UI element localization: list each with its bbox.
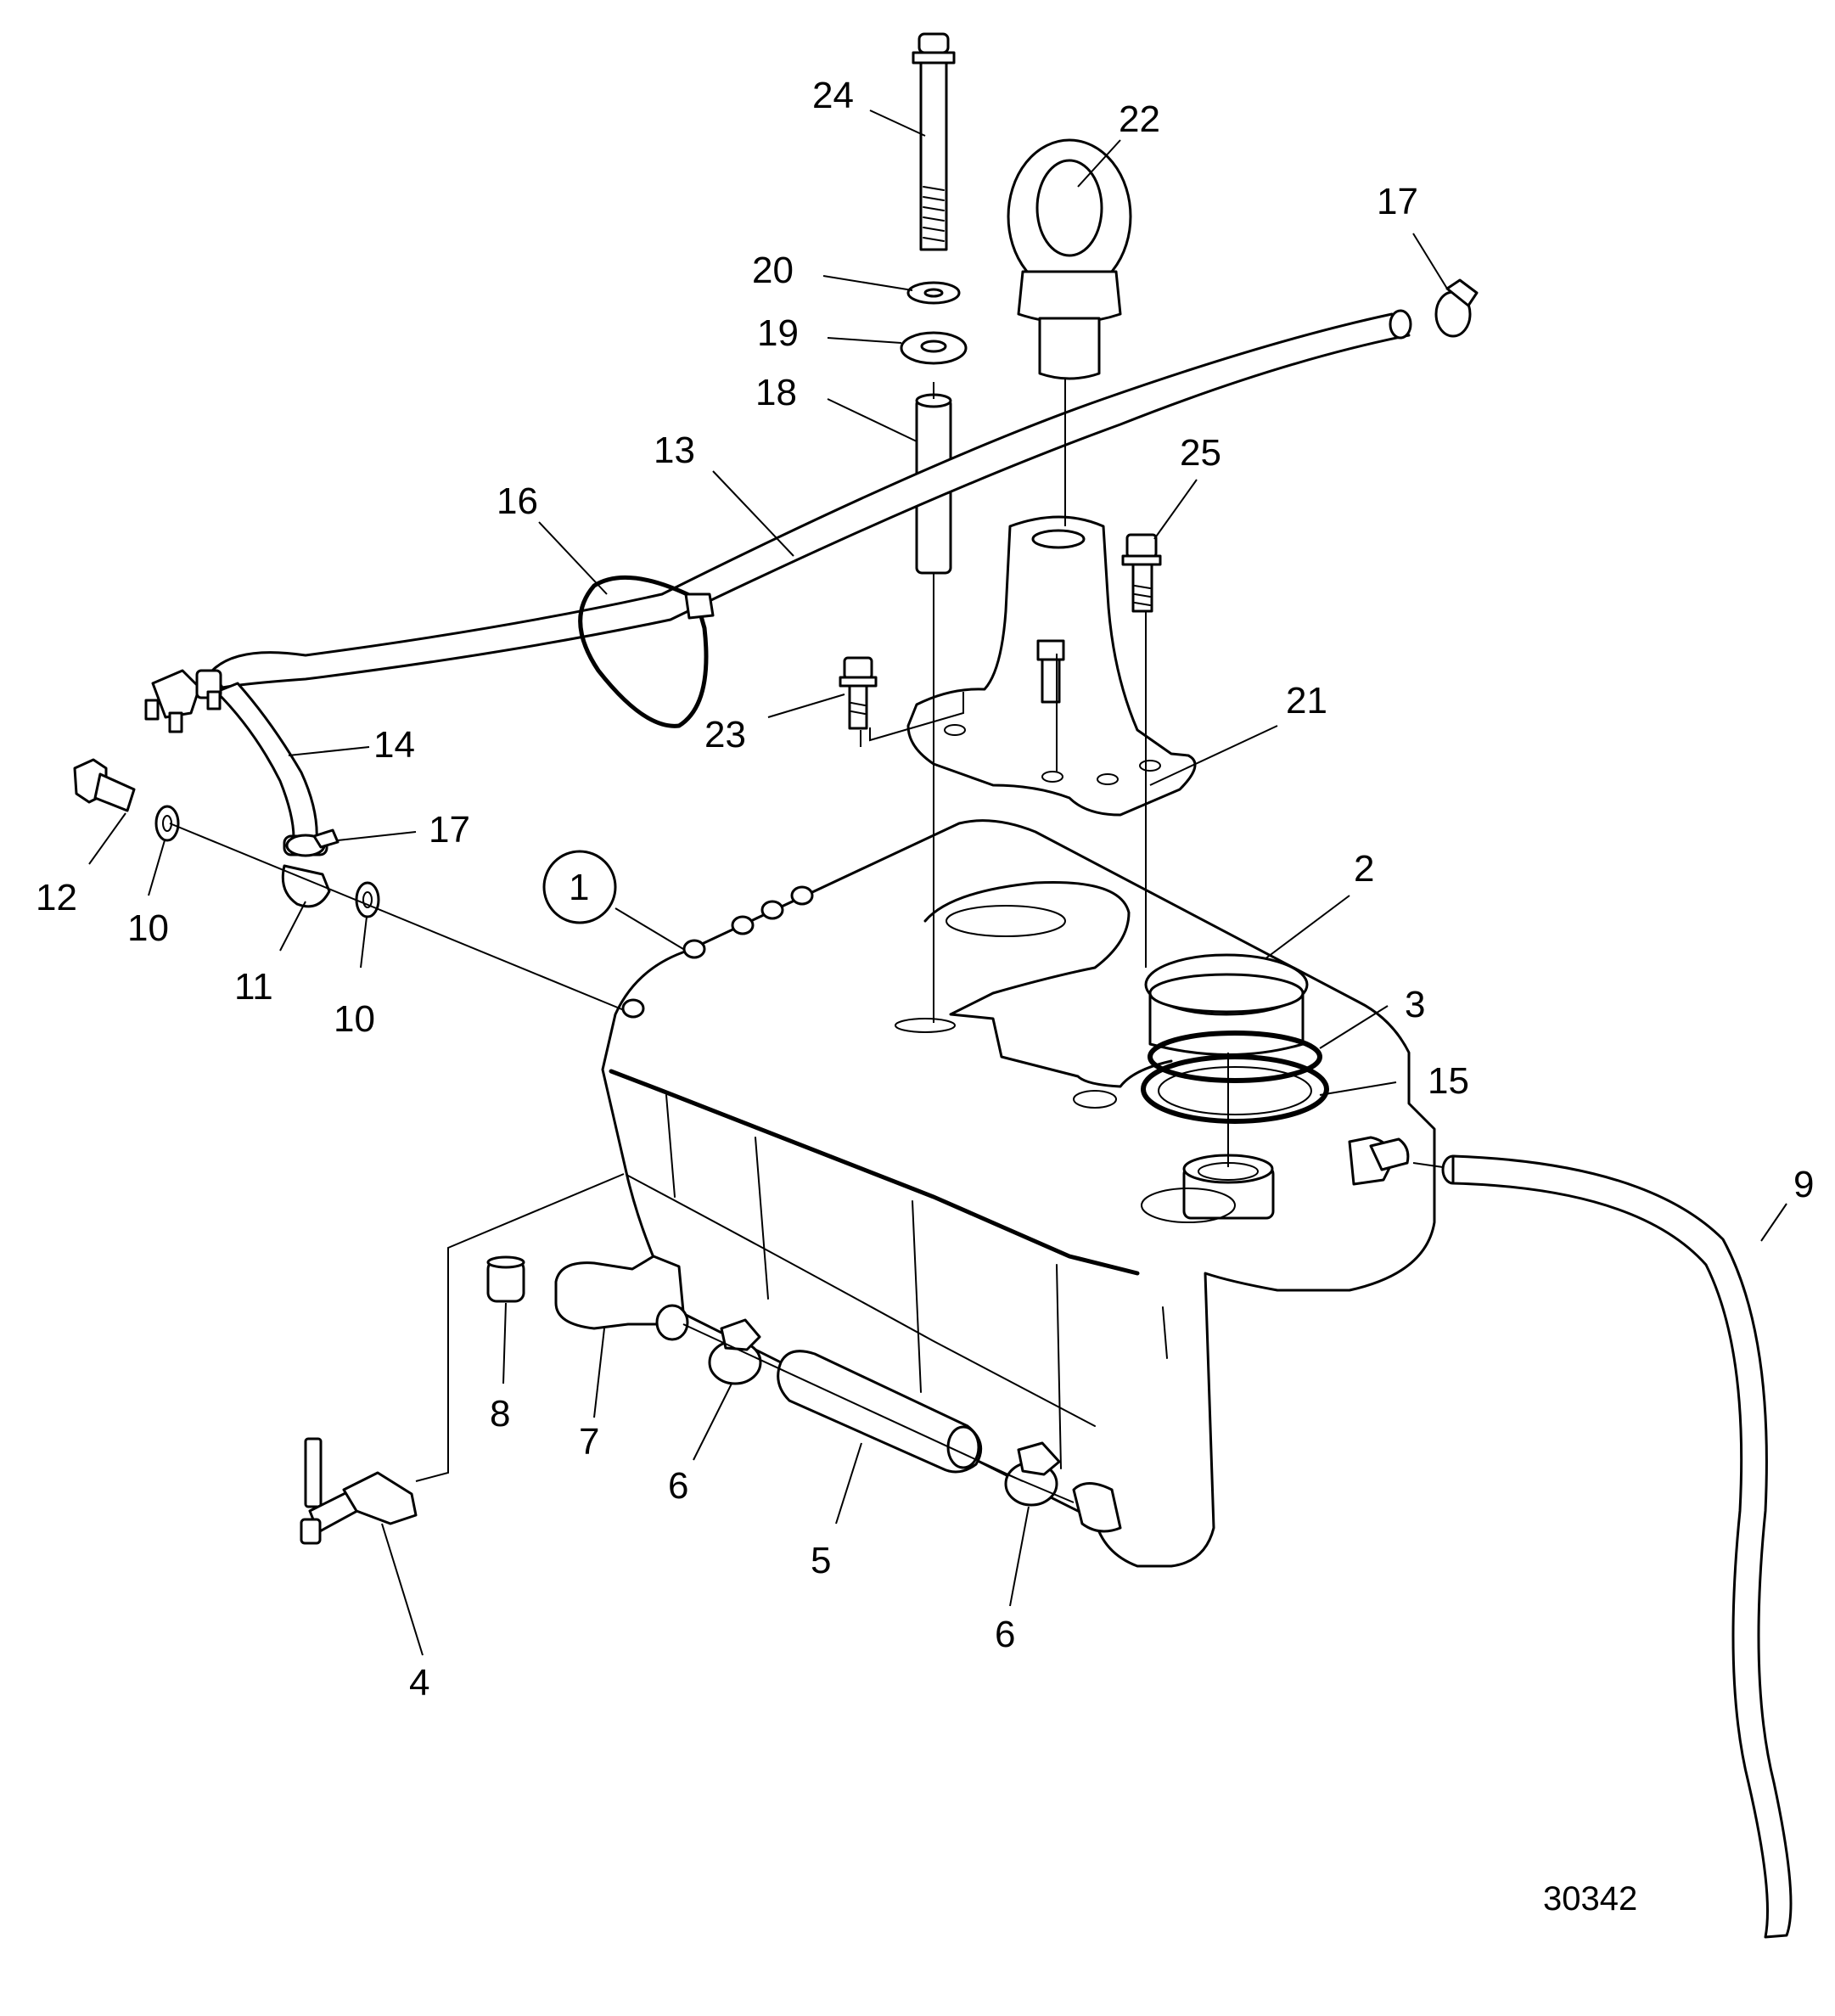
callout-10b: 10 <box>334 998 375 1040</box>
lifting-eye-22 <box>1007 138 1132 380</box>
callout-labels: 24 22 17 20 19 18 13 25 16 23 21 14 17 1… <box>36 75 1814 1704</box>
bolt-23 <box>839 656 878 730</box>
callout-23: 23 <box>704 714 746 755</box>
callout-21: 21 <box>1286 680 1327 722</box>
strainer-15 <box>1141 1054 1329 1124</box>
callout-16: 16 <box>497 480 538 522</box>
figure-number: 30342 <box>1543 1880 1637 1918</box>
fitting-left <box>144 669 222 733</box>
callout-7: 7 <box>579 1421 599 1463</box>
hose-clamp-17a <box>1434 278 1479 338</box>
callout-13: 13 <box>654 430 695 471</box>
callout-20: 20 <box>752 250 794 291</box>
strap-16 <box>578 575 715 728</box>
callout-25: 25 <box>1180 432 1221 474</box>
grommet-19 <box>900 331 968 365</box>
callout-24: 24 <box>812 75 854 116</box>
callout-4: 4 <box>409 1662 429 1704</box>
leader-lines <box>88 110 1787 1656</box>
cap-8 <box>486 1255 525 1303</box>
assembly-lines <box>169 378 1444 1503</box>
sensor-4 <box>300 1437 418 1545</box>
callout-9: 9 <box>1793 1164 1814 1205</box>
callout-1-circle <box>542 850 617 924</box>
callout-6a: 6 <box>668 1465 688 1507</box>
bolt-25 <box>1121 533 1162 613</box>
callout-14: 14 <box>373 724 415 766</box>
hose-clamp-17b <box>285 828 340 857</box>
callout-17b: 17 <box>429 809 470 851</box>
callout-17a: 17 <box>1377 181 1418 222</box>
callout-11: 11 <box>234 966 273 1008</box>
callout-22: 22 <box>1119 98 1160 140</box>
callout-2: 2 <box>1354 848 1374 890</box>
hose-13 <box>210 309 1412 689</box>
callout-6b: 6 <box>995 1614 1015 1655</box>
hose-clamp-6a <box>708 1318 762 1385</box>
washer-10b <box>355 881 380 918</box>
plug-12 <box>73 758 136 812</box>
callout-15: 15 <box>1428 1060 1469 1102</box>
callout-12: 12 <box>36 877 77 918</box>
elbow-fitting-11 <box>281 864 331 908</box>
bracket-21 <box>906 515 1197 817</box>
hose-fitting-7 <box>554 1255 689 1341</box>
bolt-24 <box>912 32 956 251</box>
hose-9 <box>1441 1154 1793 1939</box>
washer-20 <box>906 281 961 305</box>
callout-18: 18 <box>755 372 797 413</box>
callout-10a: 10 <box>127 907 169 949</box>
callout-3: 3 <box>1405 984 1425 1025</box>
callout-19: 19 <box>757 312 799 354</box>
seal-ring-3 <box>1148 1030 1322 1083</box>
callout-5: 5 <box>811 1540 831 1581</box>
callout-8: 8 <box>490 1393 510 1435</box>
callout-1: 1 <box>569 867 589 908</box>
washer-10a <box>154 805 180 842</box>
